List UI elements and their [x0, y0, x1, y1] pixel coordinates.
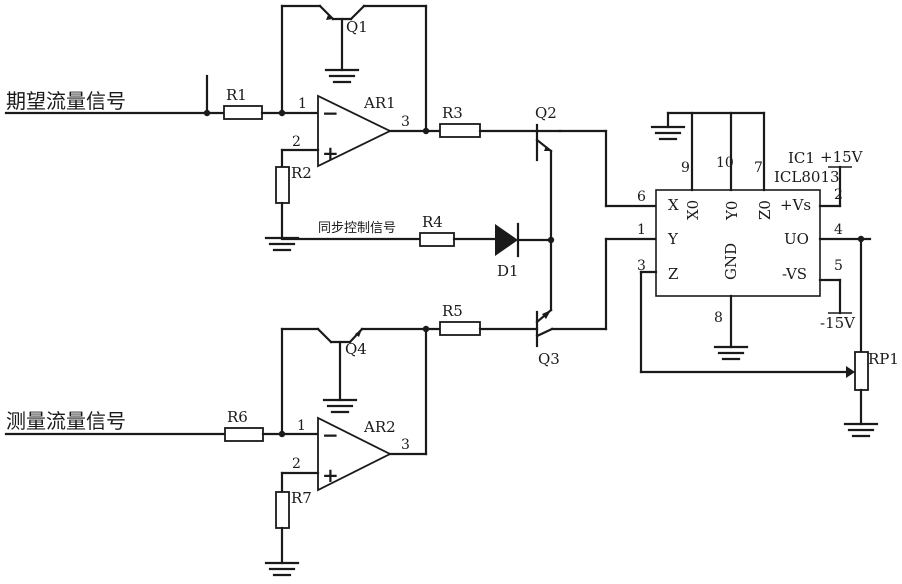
potentiometer-rp1: RP1: [820, 236, 899, 436]
svg-text:AR2: AR2: [363, 418, 396, 436]
svg-text:AR1: AR1: [363, 94, 396, 112]
svg-text:Y: Y: [667, 230, 679, 248]
svg-text:Y0: Y0: [723, 201, 741, 221]
svg-text:R4: R4: [422, 213, 443, 231]
svg-text:R2: R2: [291, 164, 312, 182]
svg-text:+: +: [322, 463, 339, 487]
svg-text:7: 7: [754, 160, 763, 176]
svg-text:IC1: IC1: [788, 149, 815, 167]
svg-text:2: 2: [834, 187, 843, 203]
svg-text:4: 4: [834, 222, 843, 238]
diode-d1: D1: [495, 224, 554, 280]
ic-top-ground: [652, 113, 764, 190]
svg-text:-15V: -15V: [820, 314, 856, 332]
svg-text:-VS: -VS: [782, 265, 807, 283]
ic-gnd-ground: [715, 296, 747, 359]
svg-text:GND: GND: [722, 243, 740, 280]
svg-text:R7: R7: [291, 489, 312, 507]
svg-text:Q1: Q1: [346, 18, 368, 36]
svg-text:2: 2: [292, 456, 301, 472]
svg-text:D1: D1: [497, 262, 519, 280]
measured-flow-label: 测量流量信号: [6, 409, 126, 433]
resistor-r5: R5: [426, 302, 537, 335]
svg-text:R5: R5: [442, 302, 463, 320]
svg-text:Z0: Z0: [756, 200, 774, 220]
resistor-r3: R3: [440, 104, 537, 137]
svg-text:Q3: Q3: [538, 350, 560, 368]
svg-text:−: −: [322, 423, 339, 447]
svg-text:9: 9: [681, 160, 690, 176]
svg-text:2: 2: [292, 134, 301, 150]
svg-text:1: 1: [298, 96, 307, 112]
svg-text:ICL8013: ICL8013: [774, 168, 840, 186]
svg-text:+15V: +15V: [820, 148, 864, 166]
svg-text:3: 3: [401, 437, 410, 453]
svg-text:5: 5: [834, 258, 843, 274]
svg-text:R3: R3: [442, 104, 463, 122]
svg-text:R6: R6: [227, 408, 248, 426]
svg-text:Q4: Q4: [345, 340, 367, 358]
desired-flow-input: 期望流量信号: [6, 76, 224, 116]
svg-text:6: 6: [637, 189, 646, 205]
op-amp-ar2: − + 1 2 3 AR2: [282, 418, 426, 490]
svg-text:Z: Z: [668, 265, 678, 283]
svg-text:+Vs: +Vs: [780, 196, 811, 214]
op-amp-ar1: − + 1 2 3 AR1: [282, 94, 440, 166]
svg-text:−: −: [322, 101, 339, 125]
svg-text:8: 8: [714, 310, 723, 326]
svg-text:R1: R1: [226, 86, 247, 104]
transistor-q2: Q2: [535, 104, 656, 240]
svg-text:1: 1: [637, 222, 646, 238]
sync-control-input: 同步控制信号 R4: [282, 213, 495, 246]
resistor-r2: R2: [266, 150, 312, 250]
svg-text:X: X: [668, 196, 679, 214]
sync-control-label: 同步控制信号: [318, 221, 396, 236]
svg-text:Q2: Q2: [535, 104, 557, 122]
svg-text:3: 3: [401, 114, 410, 130]
resistor-r7: R7: [266, 473, 312, 575]
svg-text:+: +: [322, 141, 339, 165]
svg-text:X0: X0: [684, 200, 702, 220]
svg-text:UO: UO: [784, 230, 809, 248]
desired-flow-label: 期望流量信号: [6, 89, 126, 113]
svg-text:RP1: RP1: [868, 350, 899, 368]
measured-flow-input: 测量流量信号: [6, 409, 225, 434]
supply-negative: -15V: [820, 280, 856, 332]
svg-text:1: 1: [297, 418, 306, 434]
